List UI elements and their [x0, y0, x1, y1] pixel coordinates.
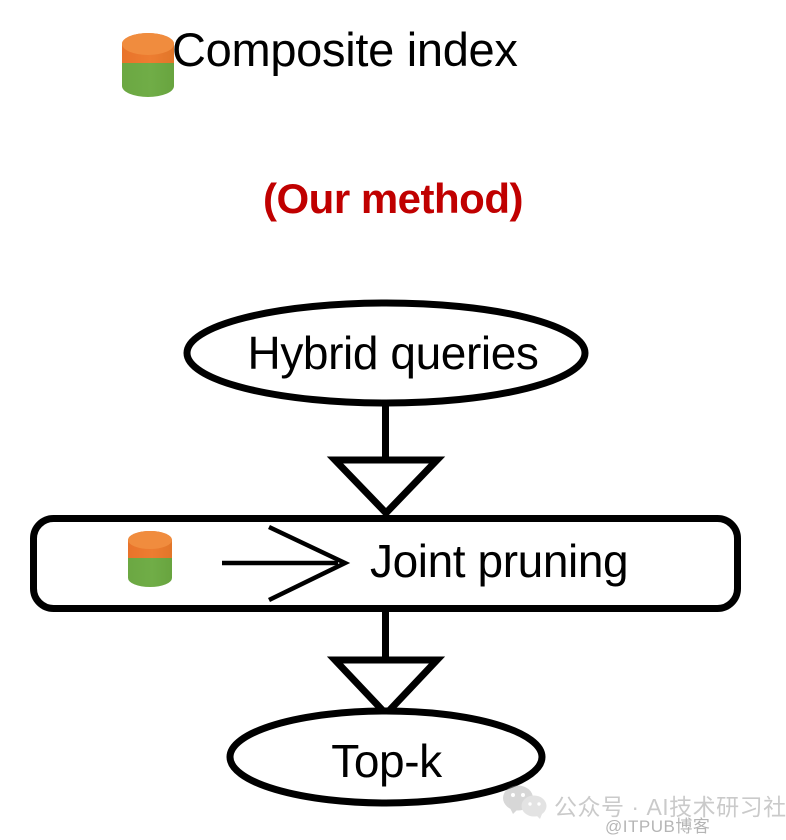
composite-index-cylinder-icon — [128, 531, 172, 587]
legend-composite-index: Composite index — [110, 26, 518, 73]
subtitle-our-method: (Our method) — [263, 175, 523, 222]
connector-hybrid-to-joint — [326, 403, 446, 519]
watermark-subtext: @ITPUB博客 — [605, 817, 711, 836]
watermark-logo-spacer — [505, 792, 547, 818]
node-topk-label: Top-k — [331, 735, 442, 787]
watermark: 公众号 · AI技术研习社 — [505, 788, 786, 822]
wechat-logo-icon — [503, 785, 547, 819]
composite-index-cylinder-icon — [122, 33, 174, 97]
feeds-into-arrow — [222, 524, 351, 603]
node-joint-pruning-label: Joint pruning — [370, 535, 629, 587]
watermark-text: 公众号 · AI技术研习社 — [554, 794, 786, 820]
node-hybrid-queries-label: Hybrid queries — [247, 327, 539, 379]
connector-joint-to-topk — [326, 608, 446, 720]
node-topk-shape — [226, 707, 546, 807]
legend-label: Composite index — [172, 23, 518, 76]
